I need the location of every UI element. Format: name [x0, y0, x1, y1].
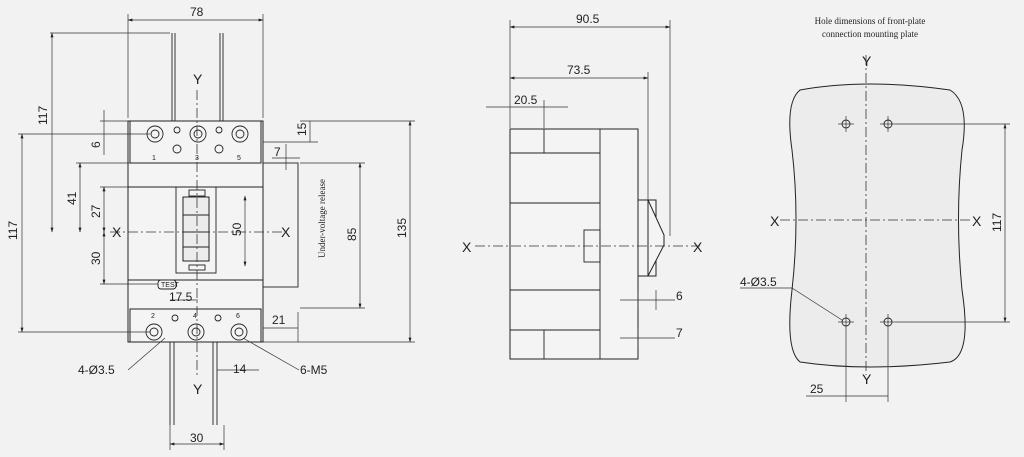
plate-dim-25: 25: [810, 382, 824, 396]
dim-15: 15: [295, 122, 309, 136]
axis-x-left: X: [112, 224, 122, 240]
side-axis-x-right: X: [693, 239, 703, 255]
operating-handle: [182, 196, 210, 262]
dim-27: 27: [89, 204, 103, 218]
dim-7-front: 7: [274, 145, 281, 159]
axis-y-top: Y: [193, 71, 203, 87]
dim-41: 41: [65, 191, 79, 205]
plate-title-line2: connection mounting plate: [822, 29, 918, 39]
dim-135: 135: [395, 218, 409, 238]
test-button-label: TEST: [161, 282, 180, 289]
handle-window: [175, 186, 217, 274]
front-hole-callout: 4-Ø3.5: [78, 363, 115, 377]
dim-117-top: 117: [36, 106, 50, 125]
terminal-label-2: 2: [151, 313, 155, 320]
bottom-terminal-block: [129, 308, 262, 343]
terminal-label-1: 1: [152, 155, 156, 162]
dim-20-5: 20.5: [514, 93, 538, 107]
mounting-plate-view: Hole dimensions of front-plate connectio…: [740, 16, 1010, 402]
dim-6: 6: [89, 141, 103, 148]
dim-117-left: 117: [6, 221, 20, 240]
terminal-label-4: 4: [193, 313, 197, 320]
test-button: [157, 279, 177, 290]
screw-callout: 6-M5: [300, 363, 328, 377]
terminal-label-6: 6: [236, 313, 240, 320]
plate-title-line1: Hole dimensions of front-plate: [815, 16, 926, 26]
front-view: TEST 1 3 5 2 4 6 X X: [6, 5, 415, 450]
plate-hole-callout: 4-Ø3.5: [740, 275, 777, 289]
dim-30: 30: [89, 251, 103, 265]
plate-axis-x-left: X: [770, 213, 780, 229]
dim-78: 78: [190, 5, 204, 19]
side-view: X X 90.5 73.5 20.5 6 7: [462, 12, 703, 360]
plate-axis-x-right: X: [972, 213, 982, 229]
plate-axis-y-bottom: Y: [862, 371, 872, 387]
dim-21: 21: [272, 313, 286, 327]
mounting-holes: [838, 116, 896, 330]
dim-85: 85: [345, 227, 359, 241]
side-dim-7: 7: [676, 326, 683, 340]
axis-y-bottom: Y: [193, 381, 203, 397]
dim-50: 50: [230, 222, 244, 236]
dim-17-5: 17.5: [169, 290, 193, 304]
plate-dim-117: 117: [990, 213, 1004, 232]
terminal-label-5: 5: [237, 155, 241, 162]
plate-outline: [789, 83, 966, 368]
top-terminals: [146, 125, 249, 154]
under-voltage-label: Under-voltage release: [317, 179, 327, 258]
dim-30-bottom: 30: [190, 431, 204, 445]
side-axis-x-left: X: [462, 239, 472, 255]
dim-14: 14: [233, 362, 247, 376]
dim-90-5: 90.5: [576, 12, 600, 26]
dim-73-5: 73.5: [567, 63, 591, 77]
under-voltage-module: [262, 162, 299, 288]
side-body: [509, 128, 639, 360]
axis-x-right: X: [281, 224, 291, 240]
side-dim-6: 6: [676, 289, 683, 303]
plate-axis-y-top: Y: [862, 53, 872, 69]
